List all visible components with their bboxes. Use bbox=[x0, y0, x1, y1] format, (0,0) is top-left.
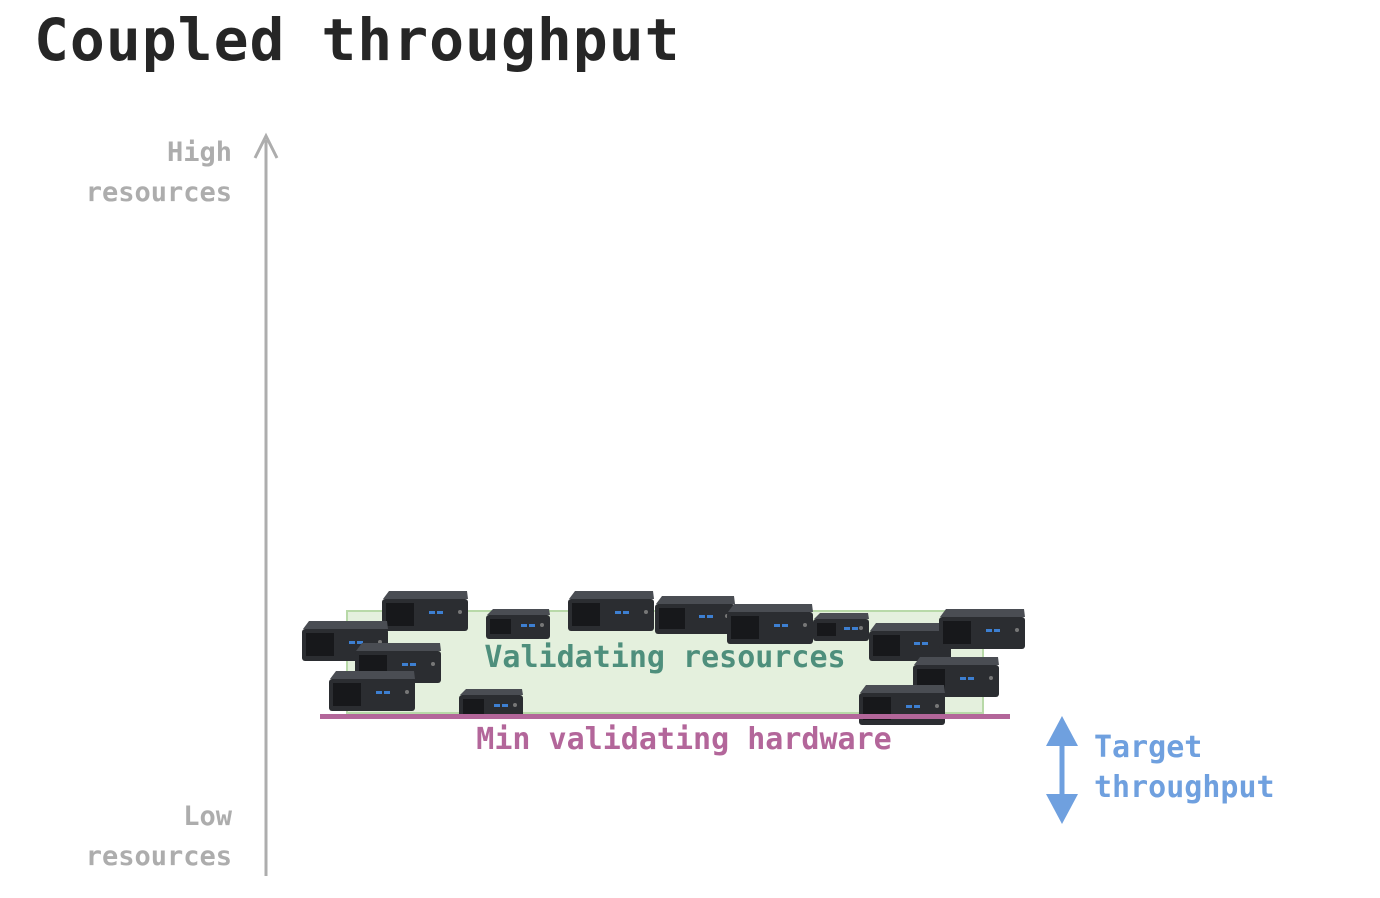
y-axis-high-label-line2: resources bbox=[85, 177, 232, 208]
mini-pc-icon bbox=[868, 622, 952, 662]
y-axis-high-label: High resources bbox=[22, 133, 232, 213]
target-arrow-icon bbox=[1046, 716, 1078, 824]
mini-pc-icon bbox=[381, 590, 469, 632]
mini-pc-icon bbox=[654, 595, 736, 635]
mini-pc-icon bbox=[812, 612, 870, 642]
y-axis-high-label-line1: High bbox=[166, 137, 232, 168]
target-throughput-label: Target throughput bbox=[1094, 728, 1275, 808]
min-validating-hardware-line bbox=[320, 714, 1010, 719]
y-axis-low-label-line2: resources bbox=[85, 841, 232, 872]
mini-pc-icon bbox=[485, 608, 551, 640]
page-title: Coupled throughput bbox=[34, 6, 681, 74]
target-throughput-label-line2: throughput bbox=[1094, 770, 1275, 805]
target-throughput-label-line1: Target bbox=[1094, 730, 1203, 765]
y-axis-arrowhead-icon bbox=[253, 132, 279, 159]
mini-pc-icon bbox=[858, 684, 946, 726]
y-axis-low-label-line1: Low bbox=[183, 801, 232, 832]
mini-pc-icon bbox=[726, 603, 814, 645]
min-validating-hardware-label: Min validating hardware bbox=[476, 722, 892, 757]
y-axis-low-label: Low resources bbox=[22, 797, 232, 877]
mini-pc-icon bbox=[938, 608, 1026, 650]
mini-pc-icon bbox=[567, 590, 655, 632]
validating-resources-label: Validating resources bbox=[484, 640, 846, 675]
mini-pc-icon bbox=[328, 670, 416, 712]
mini-pc-icon bbox=[458, 688, 524, 720]
